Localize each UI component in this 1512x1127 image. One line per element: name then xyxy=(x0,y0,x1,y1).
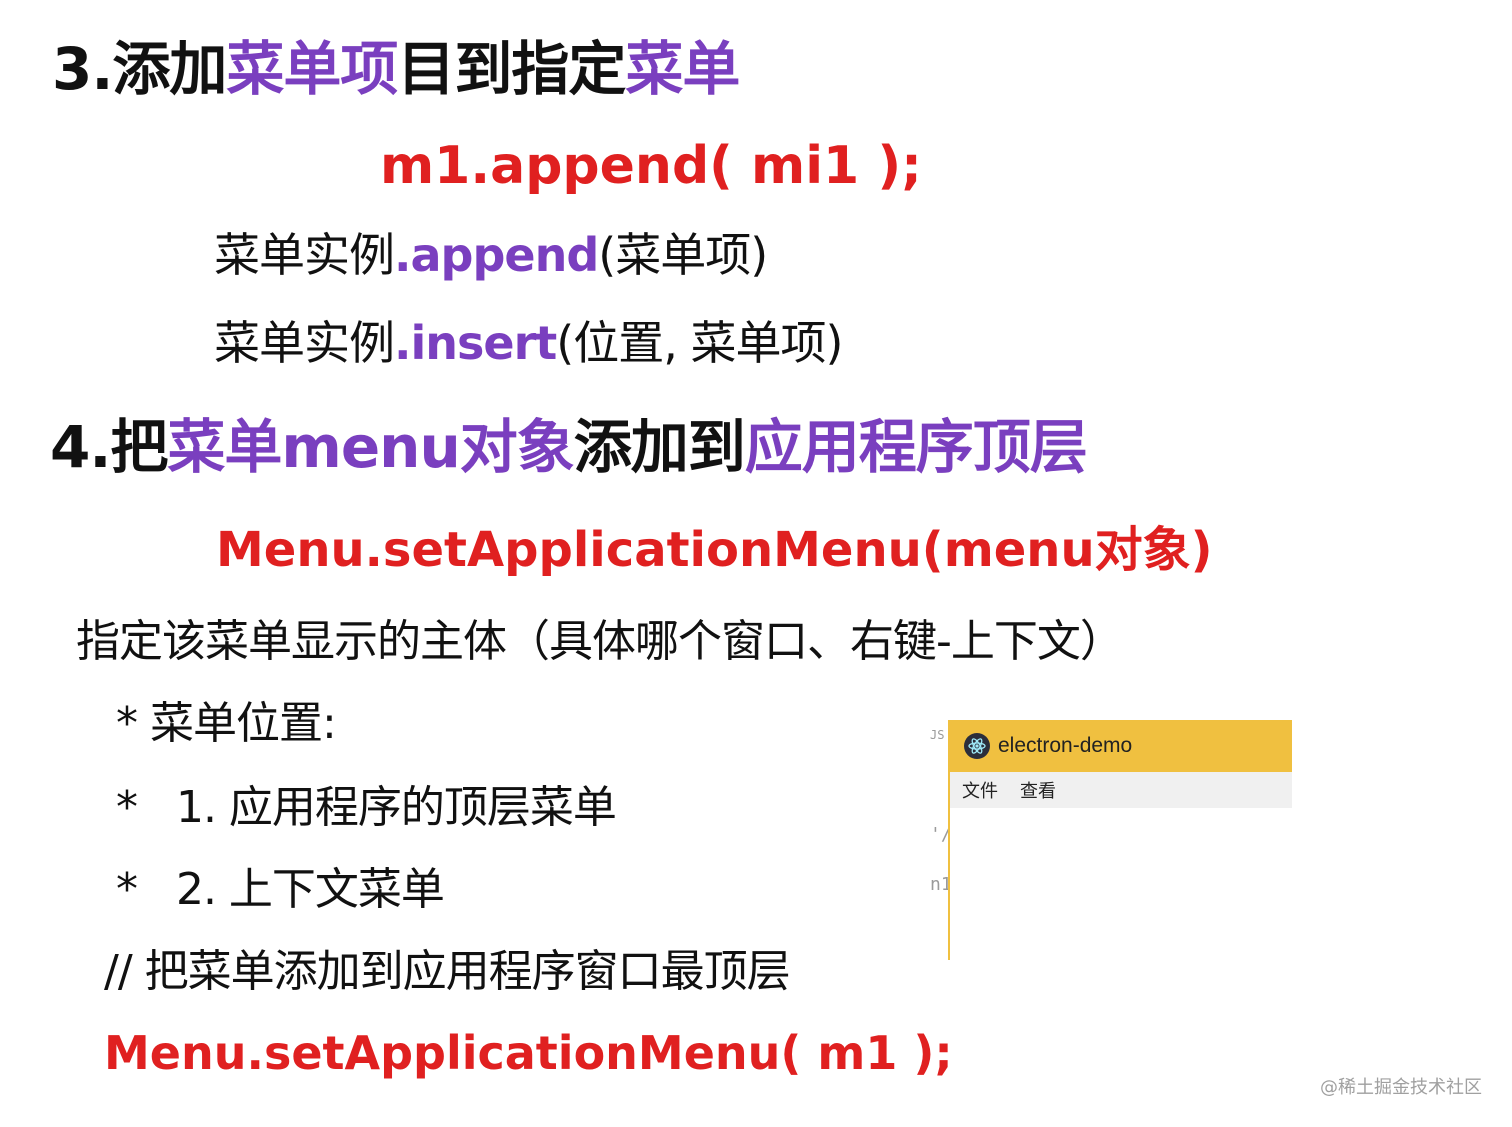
window-title: electron-demo xyxy=(998,734,1133,757)
menu-view[interactable]: 查看 xyxy=(1020,781,1056,802)
menu-file[interactable]: 文件 xyxy=(962,781,998,802)
insert-usage-line: 菜单实例.insert(位置, 菜单项) xyxy=(214,320,843,366)
section3-mid: 目到指定 xyxy=(397,35,626,103)
set-app-menu-code: Menu.setApplicationMenu(menu对象) xyxy=(216,522,1213,578)
comment-top-level-menu: * 1. 应用程序的顶层菜单 xyxy=(116,782,617,833)
code-fragment: n1 xyxy=(930,874,952,895)
section3-menu-item: 菜单项 xyxy=(226,35,398,103)
code-fragment: '/ xyxy=(930,824,952,845)
insert-subject: 菜单实例 xyxy=(214,316,395,370)
append-args: (菜单项) xyxy=(598,228,768,282)
section4-menu-obj: 菜单menu对象 xyxy=(167,413,574,481)
comment-context-menu: * 2. 上下文菜单 xyxy=(116,864,445,915)
electron-icon xyxy=(964,733,990,759)
section3-prefix: 3.添加 xyxy=(52,35,227,103)
section4-prefix: 4.把 xyxy=(50,413,168,481)
electron-window-screenshot: JS '/ n1 electron-demo 文件 查看 xyxy=(926,720,1294,960)
window-titlebar: electron-demo xyxy=(950,720,1292,772)
subject-note: 指定该菜单显示的主体（具体哪个窗口、右键-上下文） xyxy=(76,616,1124,667)
section4-target: 应用程序顶层 xyxy=(744,413,1088,481)
insert-method: .insert xyxy=(394,316,557,370)
append-subject: 菜单实例 xyxy=(214,228,395,282)
section3-menu: 菜单 xyxy=(625,35,740,103)
electron-window: electron-demo 文件 查看 xyxy=(948,720,1294,960)
final-comment: // 把菜单添加到应用程序窗口最顶层 xyxy=(104,946,791,997)
append-code: m1.append( mi1 ); xyxy=(380,136,922,196)
append-method: .append xyxy=(394,228,599,282)
section4-mid: 添加到 xyxy=(573,413,746,481)
comment-menu-position: * 菜单位置: xyxy=(116,698,337,749)
final-code: Menu.setApplicationMenu( m1 ); xyxy=(104,1026,953,1080)
code-fragment: JS xyxy=(930,728,945,742)
background-code-fragments: JS '/ n1 xyxy=(926,720,952,960)
append-usage-line: 菜单实例.append(菜单项) xyxy=(214,232,768,278)
window-menubar: 文件 查看 xyxy=(950,772,1292,808)
section3-heading: 3.添加菜单项目到指定菜单 xyxy=(52,40,740,98)
insert-args: (位置, 菜单项) xyxy=(556,316,843,370)
section4-heading: 4.把菜单menu对象添加到应用程序顶层 xyxy=(50,418,1088,476)
watermark: @稀土掘金技术社区 xyxy=(1320,1077,1482,1098)
